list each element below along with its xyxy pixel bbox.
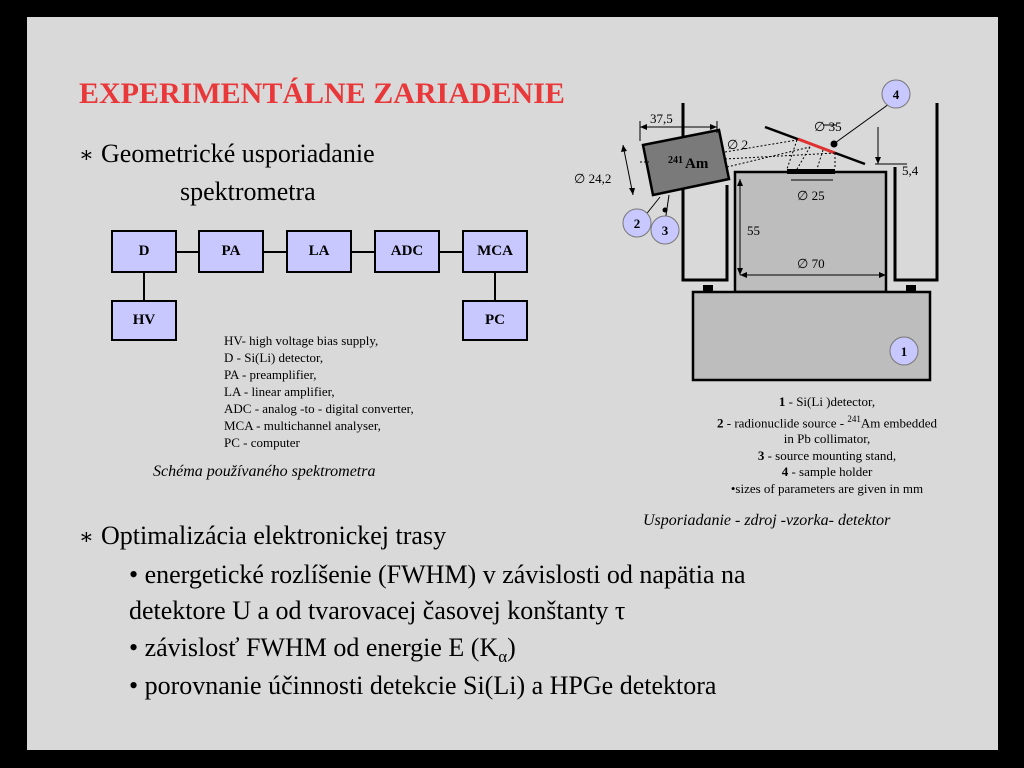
dim-2: ∅ 2 — [727, 137, 748, 152]
connector-la-adc — [352, 251, 374, 253]
dim-5-4: 5,4 — [902, 163, 919, 178]
legend-item-4: 4 - sample holder — [781, 464, 873, 480]
dimension-arrows — [621, 124, 886, 278]
legend-line: LA - linear amplifier, — [224, 384, 335, 399]
detector-window — [787, 169, 835, 174]
legend-item-5: •sizes of parameters are given in mm — [730, 480, 924, 496]
marker-3: 3 — [650, 215, 680, 245]
marker-1-label: 1 — [901, 344, 908, 359]
leader-4 — [834, 103, 890, 144]
sub-bullet-2: • závislosť FWHM od energie E (Kα) — [129, 633, 516, 667]
sub-bullet-1a: • energetické rozlíšenie (FWHM) v závisl… — [129, 560, 746, 589]
legend-line: PA - preamplifier, — [224, 367, 317, 382]
source-element: Am — [685, 156, 709, 172]
left-wall — [681, 103, 729, 282]
sub-bullet-3: • porovnanie účinnosti detekcie Si(Li) a… — [129, 671, 717, 700]
marker-1: 1 — [889, 336, 919, 366]
slide: EXPERIMENTÁLNE ZARIADENIE ∗ Geometrické u… — [27, 17, 998, 750]
legend-line: PC - computer — [224, 435, 300, 450]
dim-24-2: ∅ 24,2 — [574, 171, 611, 186]
marker-4-label: 4 — [893, 87, 900, 102]
marker-4: 4 — [881, 79, 911, 109]
source-mass-number: 241 — [668, 155, 683, 166]
geometry-drawing: 37,5 ∅ 35 ∅ 2 ∅ 24,2 5,4 ∅ 25 55 ∅ 70 24… — [574, 79, 939, 382]
dim-35: ∅ 35 — [814, 119, 842, 134]
dim-37-5: 37,5 — [650, 111, 673, 126]
bullet-optimization-text: Optimalizácia elektronickej trasy — [101, 521, 447, 550]
block-hv: HV — [111, 300, 177, 341]
detector-base — [691, 290, 932, 382]
bullet-optimization: ∗ Optimalizácia elektronickej trasy — [79, 521, 446, 551]
legend-line: D - Si(Li) detector, — [224, 350, 324, 365]
legend-item-3: 3 - source mounting stand, — [757, 447, 897, 463]
legend-item-2: 2 - radionuclide source - 241Am embedded — [717, 413, 937, 430]
legend-line: MCA - multichannel analyser, — [224, 418, 381, 433]
slide-title: EXPERIMENTÁLNE ZARIADENIE — [79, 77, 565, 110]
dim-55: 55 — [747, 223, 760, 238]
right-wall — [893, 103, 939, 282]
foot-left — [703, 285, 713, 292]
star-bullet-icon: ∗ — [79, 524, 94, 549]
legend-line: ADC - analog -to - digital converter, — [224, 401, 414, 416]
sub-bullet-1b: detektore U a od tvarovacej časovej konš… — [129, 596, 626, 625]
beam-lines — [640, 139, 836, 170]
sample — [797, 137, 836, 155]
legend-line: HV- high voltage bias supply, — [224, 333, 379, 348]
connector-adc-mca — [440, 251, 462, 253]
bullet-geometric: ∗ Geometrické usporiadanie — [79, 139, 375, 169]
bullet-geometric-line1: Geometrické usporiadanie — [101, 139, 375, 168]
block-pa: PA — [198, 230, 264, 273]
star-bullet-icon: ∗ — [79, 142, 94, 167]
source-collimator — [641, 128, 731, 197]
block-la: LA — [286, 230, 352, 273]
connector-mca-pc — [494, 273, 496, 300]
dimension-lines — [622, 121, 907, 276]
connector-d-hv — [143, 273, 145, 300]
dim-25: ∅ 25 — [797, 188, 825, 203]
block-mca: MCA — [462, 230, 528, 273]
block-pc: PC — [462, 300, 528, 341]
block-adc: ADC — [374, 230, 440, 273]
marker-3-label: 3 — [662, 223, 669, 238]
marker-2: 2 — [622, 208, 652, 238]
connector-pa-la — [264, 251, 286, 253]
geometry-caption: Usporiadanie - zdroj -vzorka- detektor — [643, 512, 891, 529]
legend-item-1: 1 - Si(Li )detector, — [778, 394, 876, 409]
dim-70: ∅ 70 — [797, 256, 825, 271]
connector-d-pa — [177, 251, 198, 253]
geometry-legend: 1 - Si(Li )detector, 2 - radionuclide so… — [697, 394, 957, 497]
block-diagram-caption: Schéma používaného spektrometra — [153, 463, 376, 480]
block-d: D — [111, 230, 177, 273]
block-legend: HV- high voltage bias supply, D - Si(Li)… — [224, 332, 414, 451]
bullet-geometric-line2: spektrometra — [180, 177, 316, 206]
legend-item-2b: in Pb collimator, — [783, 431, 871, 447]
foot-right — [906, 285, 916, 292]
marker-2-label: 2 — [634, 216, 641, 231]
